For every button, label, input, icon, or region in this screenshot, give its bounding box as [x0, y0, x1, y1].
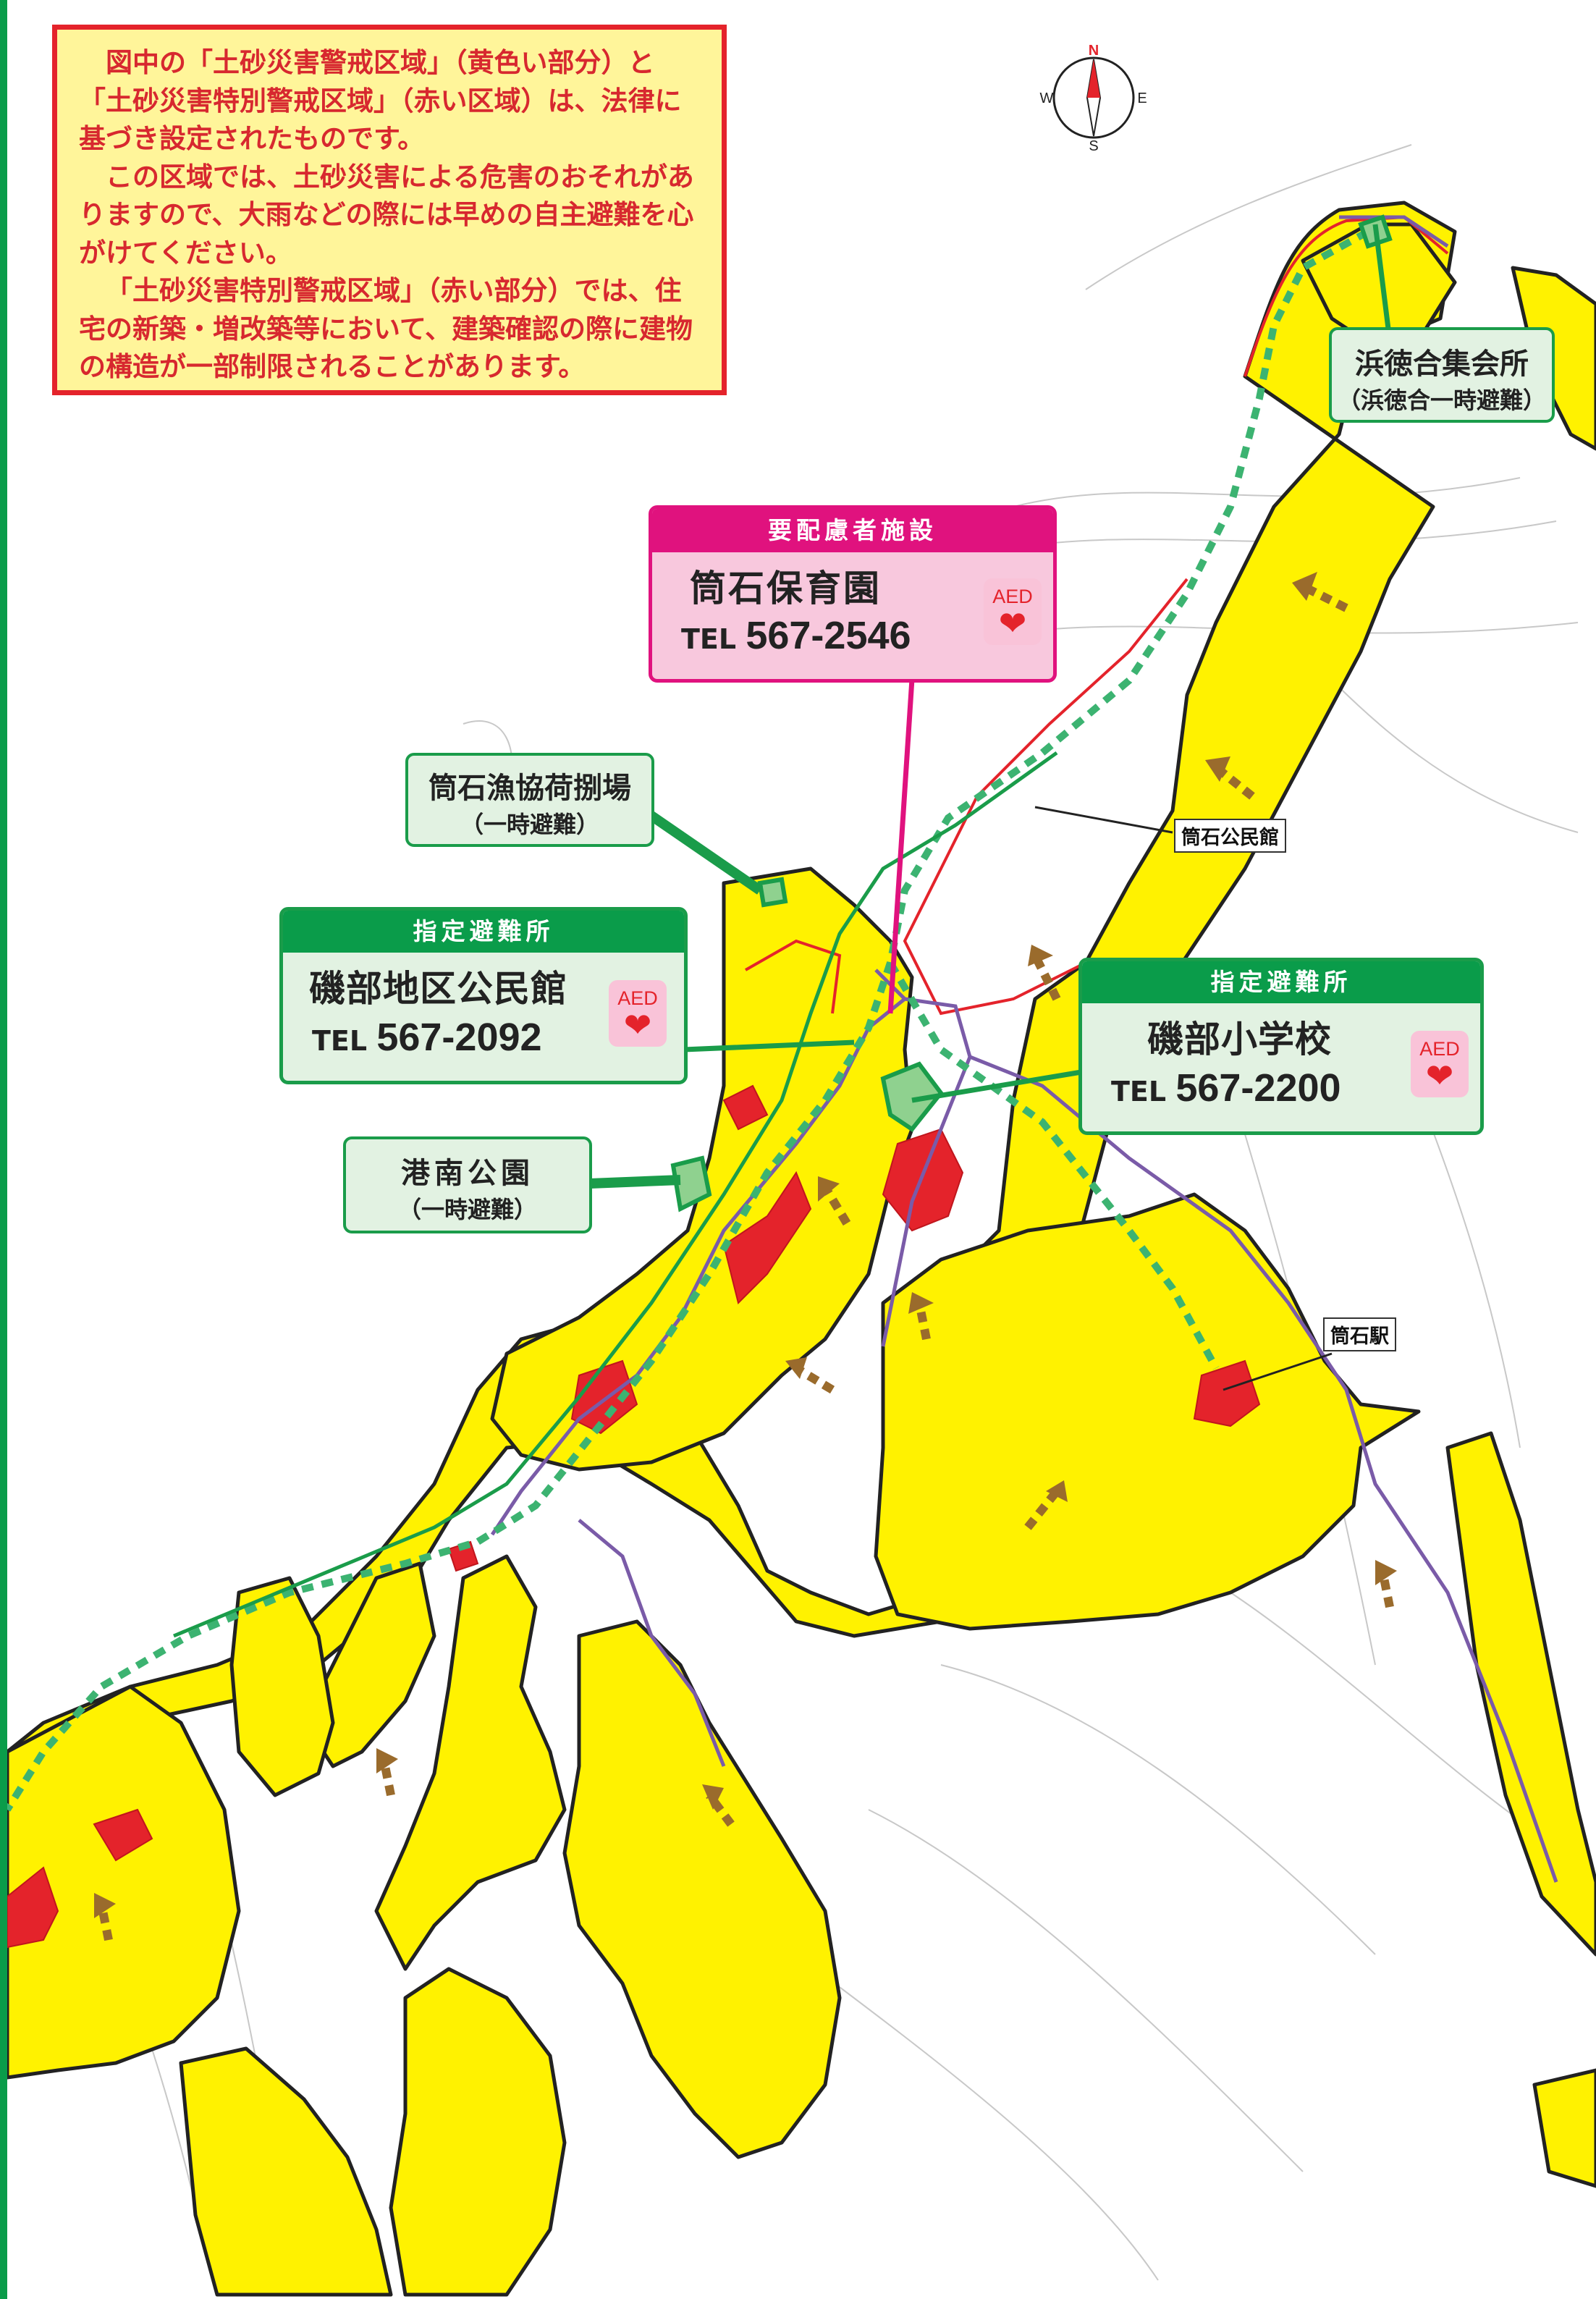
- isobe-hall-aed-text: AED: [617, 987, 658, 1009]
- isobe-school-tel-number: 567-2200: [1175, 1066, 1341, 1110]
- fishery-label: 筒石漁協荷捌場 （一時避難）: [405, 753, 654, 847]
- warning-zone-south-spine: [389, 1967, 567, 2297]
- leader-isobe-school: [911, 1068, 1086, 1103]
- isobe-hall-tel: TEL 567-2092: [283, 1015, 684, 1060]
- isobe-school-name: 磯部小学校: [1147, 1018, 1332, 1060]
- isobe-school-header: 指定避難所: [1082, 961, 1480, 1003]
- nursery-header: 要配慮者施設: [652, 509, 1053, 552]
- fishery-name: 筒石漁協荷捌場: [428, 772, 631, 805]
- evacuation-route: [4, 228, 1370, 1812]
- leader-fishery: [641, 806, 763, 895]
- isobe-school-tel-prefix: TEL: [1111, 1076, 1167, 1108]
- nursery-tel-prefix: TEL: [681, 623, 737, 655]
- isobe-hall-header: 指定避難所: [283, 911, 684, 953]
- hamatoku-sub: （浜徳合一時避難）: [1337, 387, 1546, 414]
- special-zone-layer: [7, 1084, 1261, 1949]
- heart-icon: ❤: [998, 604, 1027, 642]
- special-zone-outline: [745, 215, 1449, 1016]
- leader-station: [1223, 1352, 1333, 1391]
- compass-n: N: [1089, 43, 1099, 59]
- konan-park-label: 港南公園 （一時避難）: [343, 1136, 592, 1233]
- compass-icon: N S E W: [1040, 43, 1147, 154]
- notice-paragraph-1: 図中の「土砂災害警戒区域」（黄色い部分）と「土砂災害特別警戒区域」（赤い区域）は…: [79, 47, 682, 155]
- nursery-card: 要配慮者施設 筒石保育園 TEL 567-2546 AED ❤: [649, 505, 1057, 683]
- leader-nursery: [887, 678, 915, 1014]
- compass-w: W: [1040, 90, 1054, 106]
- tsutsuishi-hall-label: 筒石公民館: [1174, 819, 1286, 853]
- compass-rose: N S E W: [1039, 43, 1148, 154]
- leader-hamatoku: [1372, 224, 1393, 341]
- isobe-school-aed-badge: AED ❤: [1411, 1031, 1469, 1097]
- nursery-aed-text: AED: [992, 586, 1033, 607]
- compass-e: E: [1137, 90, 1147, 106]
- notice-box: 図中の「土砂災害警戒区域」（黄色い部分）と「土砂災害特別警戒区域」（赤い区域）は…: [52, 25, 727, 395]
- isobe-hall-card: 指定避難所 磯部地区公民館 TEL 567-2092 AED ❤: [279, 907, 688, 1084]
- nursery-tel-number: 567-2546: [746, 614, 911, 657]
- nursery-tel: TEL 567-2546: [652, 613, 1053, 658]
- arrow-heads: [94, 572, 1397, 1918]
- leader-lines: [589, 224, 1393, 1391]
- notice-paragraph-2: この区域では、土砂災害による危害のおそれがありますので、大雨などの際には早めの自…: [79, 161, 694, 269]
- isobe-hall-tel-prefix: TEL: [312, 1025, 368, 1057]
- isobe-school-card: 指定避難所 磯部小学校 TEL 567-2200 AED ❤: [1078, 958, 1484, 1135]
- isobe-school-aed-text: AED: [1419, 1038, 1460, 1060]
- warning-zone-southwest: [5, 1684, 241, 2080]
- leader-isobe-hall: [683, 1039, 855, 1053]
- nursery-aed-badge: AED ❤: [984, 578, 1042, 645]
- warning-zone-southeast-corner: [1532, 2068, 1596, 2188]
- leader-konan: [589, 1175, 681, 1189]
- isobe-hall-tel-number: 567-2092: [376, 1016, 542, 1059]
- notice-paragraph-3: 「土砂災害特別警戒区域」（赤い部分）では、住宅の新築・増改築等において、建築確認…: [79, 275, 693, 383]
- tsutsuishi-station-label: 筒石駅: [1323, 1317, 1396, 1351]
- isobe-school-tel: TEL 567-2200: [1082, 1066, 1480, 1110]
- compass-s: S: [1089, 138, 1098, 152]
- heart-icon: ❤: [1425, 1057, 1454, 1094]
- hamatoku-hall-label: 浜徳合集会所 （浜徳合一時避難）: [1329, 327, 1555, 423]
- konan-park-name: 港南公園: [401, 1157, 534, 1190]
- leader-hall-label: [1034, 806, 1173, 834]
- warning-zone-far-east: [1445, 1431, 1596, 1957]
- left-border: [0, 0, 7, 2299]
- hamatoku-name: 浜徳合集会所: [1355, 347, 1529, 381]
- warning-zone-east-hill: [874, 1192, 1421, 1631]
- konan-park-sub: （一時避難）: [397, 1196, 537, 1223]
- warning-zone-south-spur-1: [374, 1554, 567, 1971]
- isobe-hall-aed-badge: AED ❤: [609, 980, 667, 1047]
- nursery-name: 筒石保育園: [690, 568, 882, 609]
- coast-road: [173, 751, 1058, 1638]
- isobe-hall-name: 磯部地区公民館: [309, 968, 567, 1010]
- warning-zone-southwest-2: [179, 2046, 393, 2297]
- heart-icon: ❤: [623, 1006, 652, 1044]
- warning-zone-west-spur: [229, 1576, 335, 1797]
- fishery-sub: （一時避難）: [460, 811, 599, 838]
